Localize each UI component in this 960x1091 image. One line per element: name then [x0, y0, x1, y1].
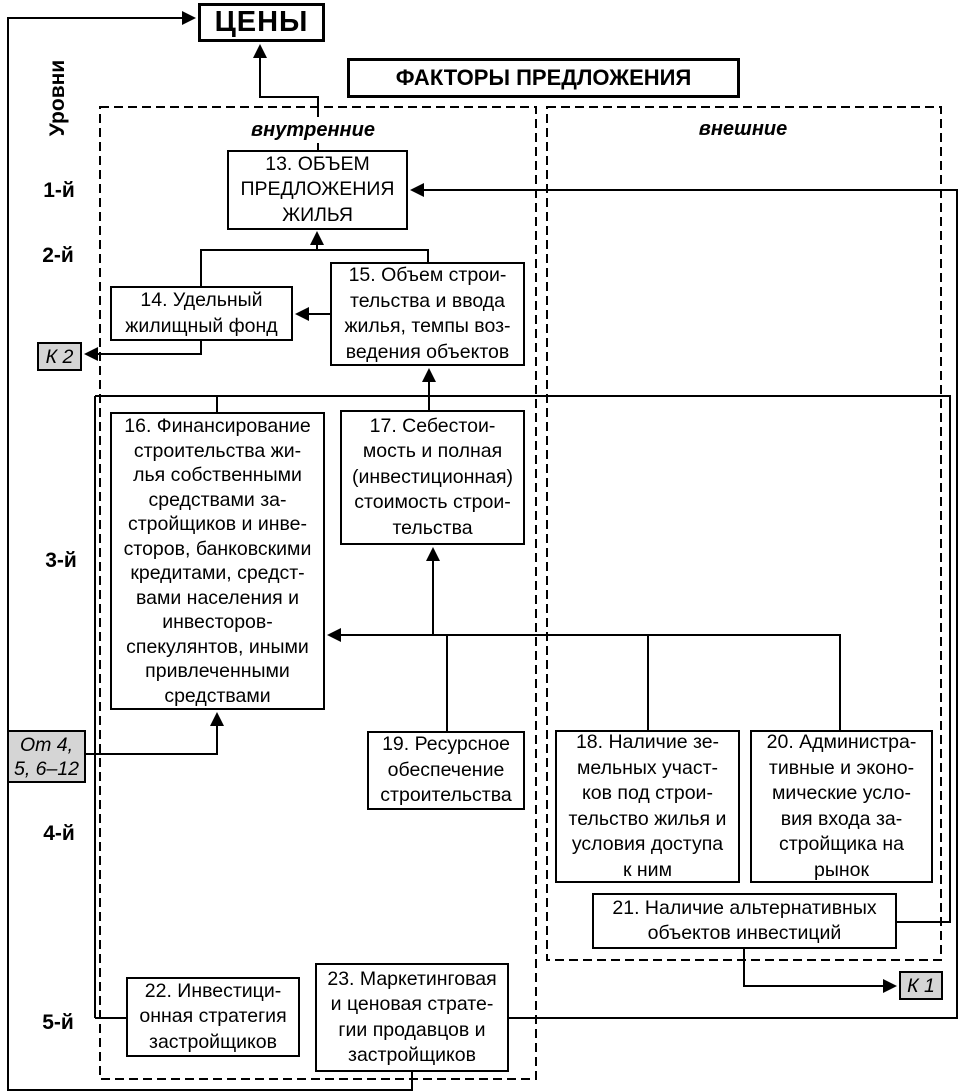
arrowhead: [883, 979, 897, 993]
arrowhead: [210, 712, 224, 726]
level-5-label: 5-й: [42, 1011, 74, 1034]
node-23-marketing-strategy: 23. Маркетинговая и ценовая страте- гии …: [315, 963, 509, 1072]
level-3-label: 3-й: [45, 549, 77, 572]
node-22-investment-strategy: 22. Инвестици- онная стратегия застройщи…: [126, 977, 300, 1057]
node-17-cost: 17. Себестои- мость и полная (инвестицио…: [340, 410, 525, 545]
node-21-alternative-investments: 21. Наличие альтернативных объектов инве…: [592, 893, 897, 949]
edge-23-to-13: [424, 189, 958, 1019]
prices-box: ЦЕНЫ: [198, 3, 325, 42]
external-group-label: внешние: [658, 116, 828, 142]
node-14-housing-stock: 14. Удельный жилищный фонд: [110, 286, 293, 341]
internal-group-label: внутренние: [227, 117, 399, 143]
edge-lower-bus-to-15: [94, 382, 951, 1019]
edge-14-to-k2: [98, 341, 202, 355]
offpage-connector-from-4-12: От 4, 5, 6–12: [7, 730, 86, 783]
offpage-connector-k2: К 2: [37, 342, 82, 371]
node-13-supply-volume: 13. ОБЪЕМ ПРЕДЛОЖЕНИЯ ЖИЛЬЯ: [227, 150, 408, 230]
arrowhead: [295, 307, 309, 321]
arrowhead: [327, 628, 341, 642]
node-20-market-entry-conditions: 20. Администра- тивные и эконо- мические…: [750, 730, 933, 883]
arrowhead: [422, 368, 436, 382]
level-4-label: 4-й: [43, 822, 75, 845]
node-19-resources: 19. Ресурсное обеспечение строительства: [367, 731, 525, 810]
arrowhead: [310, 231, 324, 245]
edge-23-to-prices: [7, 17, 413, 1091]
arrowhead: [182, 11, 196, 25]
edge-18-19-20-bus: [341, 561, 841, 731]
node-16-financing: 16. Финансирование строительства жи- лья…: [110, 412, 325, 710]
edge-from4-to-16: [86, 726, 218, 755]
node-18-land-plots: 18. Наличие зе- мельных участ- ков под с…: [555, 730, 740, 883]
node-15-construction-volume: 15. Объем строи- тельства и ввода жилья,…: [330, 262, 525, 366]
edge-14-15-bus: [200, 245, 429, 286]
offpage-connector-k1: К 1: [899, 971, 943, 1000]
arrowhead: [426, 547, 440, 561]
arrowhead: [84, 347, 98, 361]
level-2-label: 2-й: [42, 244, 74, 267]
arrowhead: [253, 44, 267, 58]
level-1-label: 1-й: [43, 179, 75, 202]
arrowhead: [410, 183, 424, 197]
supply-factors-title-box: ФАКТОРЫ ПРЕДЛОЖЕНИЯ: [347, 58, 740, 98]
edge-21-to-k1: [743, 949, 883, 987]
levels-axis-label: Уровни: [46, 59, 69, 137]
